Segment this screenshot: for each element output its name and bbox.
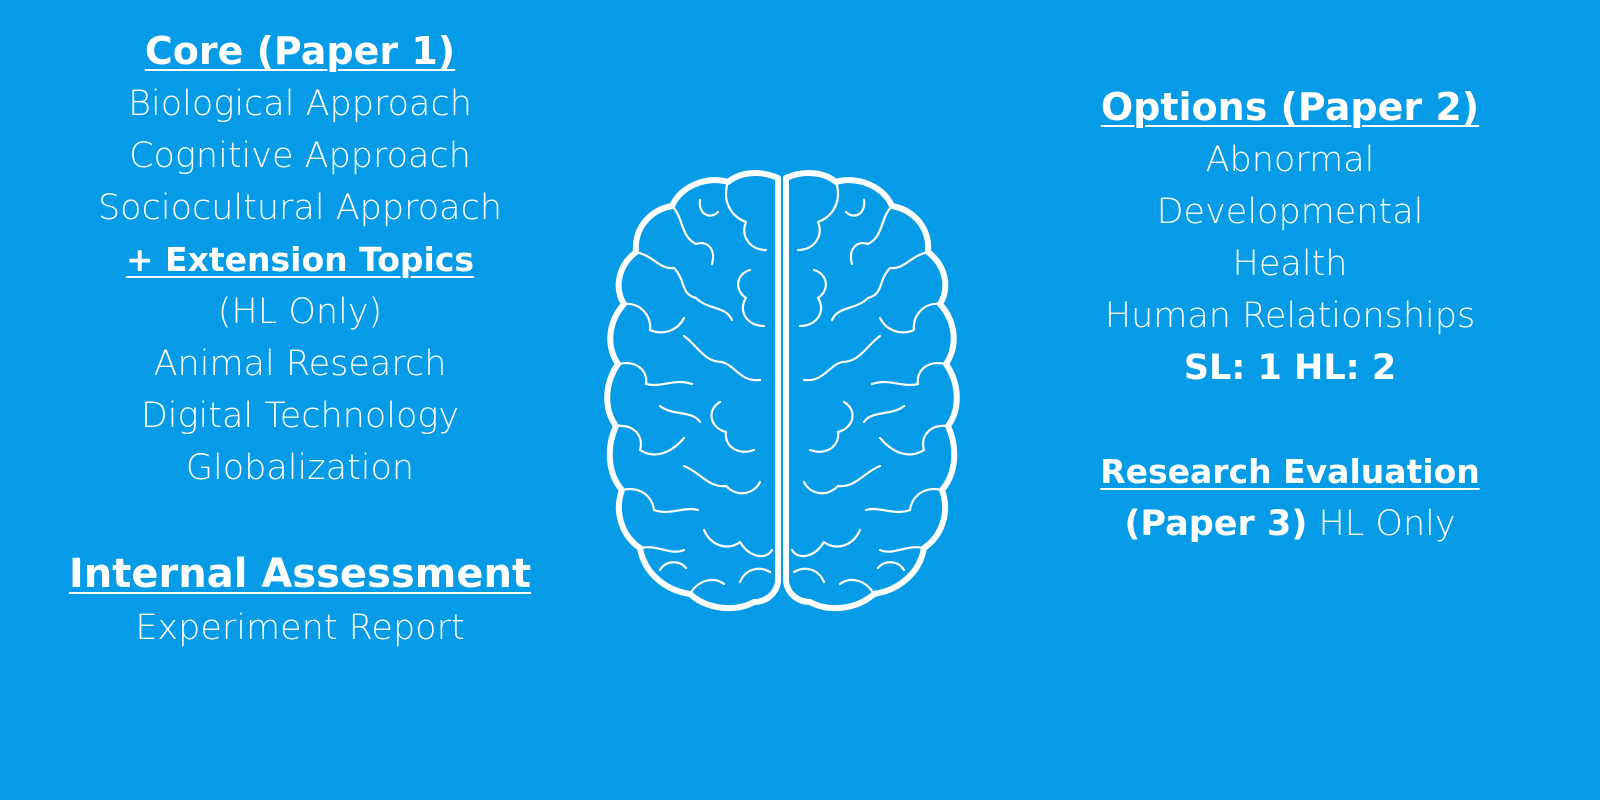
research-evaluation-line: (Paper 3) HL Only (1030, 498, 1550, 550)
internal-assessment-heading: Internal Assessment (68, 551, 532, 597)
core-item-biological: Biological Approach (128, 84, 472, 124)
core-item-sociocultural: Sociocultural Approach (97, 188, 503, 228)
core-item-cognitive: Cognitive Approach (129, 136, 471, 176)
extension-item-globalization: Globalization (185, 448, 415, 488)
brain-icon (604, 170, 960, 612)
option-item-human-relationships: Human Relationships (1104, 296, 1476, 336)
option-item-health: Health (1232, 244, 1348, 284)
internal-assessment-item: Experiment Report (135, 608, 465, 648)
options-requirement: SL: 1 HL: 2 (1183, 348, 1397, 388)
core-heading: Core (Paper 1) (144, 29, 456, 73)
extension-item-animal-research: Animal Research (153, 344, 447, 384)
option-item-abnormal: Abnormal (1205, 140, 1375, 180)
extension-note: (HL Only) (217, 292, 383, 332)
extension-item-digital-technology: Digital Technology (140, 396, 460, 436)
research-evaluation-heading: Research Evaluation (1100, 452, 1480, 491)
research-paper-label: (Paper 3) (1124, 504, 1308, 544)
options-heading: Options (Paper 2) (1100, 85, 1480, 129)
research-note: HL Only (1318, 504, 1456, 544)
spacer (1030, 394, 1550, 446)
core-column: Core (Paper 1) Biological Approach Cogni… (45, 24, 555, 654)
extension-heading: + Extension Topics (125, 240, 475, 279)
spacer (45, 494, 555, 546)
options-column: Options (Paper 2) Abnormal Developmental… (1030, 80, 1550, 550)
option-item-developmental: Developmental (1156, 192, 1424, 232)
